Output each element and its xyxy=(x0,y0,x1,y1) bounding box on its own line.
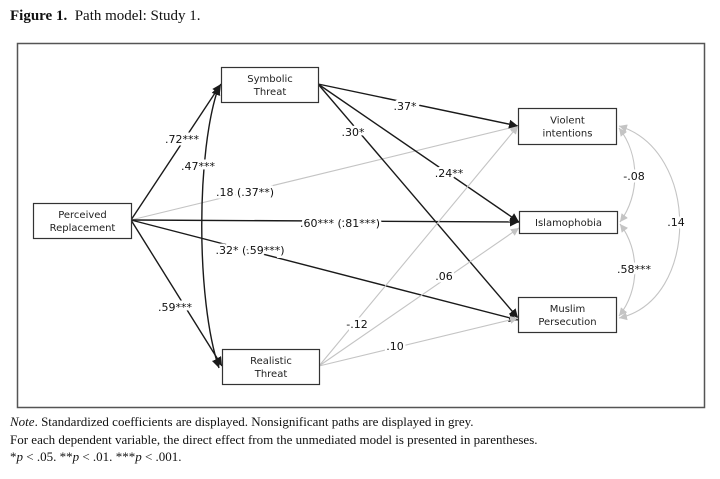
path-rt-to-vi xyxy=(318,125,519,367)
path-label-st-to-vi: .37* xyxy=(394,100,417,113)
path-pr-to-mp xyxy=(130,219,519,323)
edges-layer xyxy=(130,83,681,369)
sig-rest-3: < .001. xyxy=(141,449,182,464)
sig-p-3: p xyxy=(135,449,142,464)
node-label: Islamophobia xyxy=(535,218,602,229)
path-label-pr-to-rt: .59*** xyxy=(158,301,192,314)
path-label-pr-to-is: .60*** (.81***) xyxy=(300,217,380,230)
covariance-label-is-mp: .58*** xyxy=(617,263,651,276)
node-label: Muslim xyxy=(550,304,585,315)
covariance-label-vi-mp: .14 xyxy=(667,216,685,229)
covariance-st-rt xyxy=(201,85,221,369)
figure-label: Figure 1. xyxy=(10,8,68,24)
sig-star-3: *** xyxy=(115,449,136,464)
note-line-1: Note. Standardized coefficients are disp… xyxy=(10,413,538,431)
node-islamophobia: Islamophobia xyxy=(518,210,619,235)
node-box xyxy=(32,202,133,240)
node-label: Symbolic xyxy=(247,74,293,85)
node-label: Replacement xyxy=(50,223,116,234)
node-label: Violent xyxy=(550,116,585,127)
figure-caption: Figure 1. Path model: Study 1. xyxy=(10,8,201,25)
path-label-st-to-mp: .30* xyxy=(342,126,365,139)
node-label: intentions xyxy=(543,129,593,140)
node-box xyxy=(517,296,618,334)
node-label: Persecution xyxy=(538,317,596,328)
path-pr-to-rt xyxy=(130,219,223,367)
sig-star-2: ** xyxy=(59,449,73,464)
path-pr-to-st xyxy=(130,83,222,221)
path-st-to-is xyxy=(317,83,520,223)
path-label-pr-to-mp: .32* (.59***) xyxy=(215,244,284,257)
path-label-rt-to-vi: -.12 xyxy=(346,318,367,331)
sig-rest-2: < .01. xyxy=(79,449,116,464)
path-st-to-vi xyxy=(317,83,519,129)
labels-layer: .72*** .59*** .18 (.37**) .60*** (.81***) .3… xyxy=(156,98,688,356)
sig-p-2: p xyxy=(72,449,80,464)
node-label: Perceived xyxy=(58,210,107,221)
note-line-2: For each dependent variable, the direct … xyxy=(10,431,538,447)
note-significance: *p < .05. **p < .01. ***p < .001. xyxy=(10,448,538,466)
path-pr-to-is xyxy=(130,217,520,227)
node-box xyxy=(517,107,618,146)
node-violent-intentions: Violent intentions xyxy=(517,107,618,146)
path-label-st-to-is: .24** xyxy=(435,167,464,180)
path-st-to-mp xyxy=(317,83,519,319)
node-box xyxy=(220,66,320,104)
path-pr-to-vi xyxy=(130,124,519,221)
path-label-pr-to-vi: .18 (.37**) xyxy=(216,186,274,199)
sig-p-1: p xyxy=(16,449,24,464)
path-label-pr-to-st: .72*** xyxy=(165,133,199,146)
figure-title: Path model: Study 1. xyxy=(74,8,201,24)
nodes-layer: PerceivedReplacementSymbolicThreatRealis… xyxy=(32,66,619,386)
covariance-label-st-rt: .47*** xyxy=(181,160,215,173)
path-label-rt-to-mp: .10 xyxy=(386,340,404,353)
node-label: Threat xyxy=(253,87,287,98)
figure-frame xyxy=(16,42,706,409)
node-label: Realistic xyxy=(250,356,292,367)
note-prefix: Note xyxy=(10,414,35,429)
covariance-label-vi-is: -.08 xyxy=(623,170,644,183)
path-label-rt-to-is: .06 xyxy=(435,270,453,283)
node-box xyxy=(221,348,321,386)
node-box xyxy=(518,210,619,235)
covariance-vi-mp xyxy=(618,124,681,321)
path-rt-to-mp xyxy=(318,315,519,367)
node-label: Threat xyxy=(254,369,288,380)
note-text-1: . Standardized coefficients are displaye… xyxy=(34,414,474,429)
sig-rest-1: < .05. xyxy=(23,449,60,464)
path-rt-to-is xyxy=(318,227,520,367)
figure-note: Note. Standardized coefficients are disp… xyxy=(10,413,538,466)
sig-star-1: * xyxy=(10,449,17,464)
